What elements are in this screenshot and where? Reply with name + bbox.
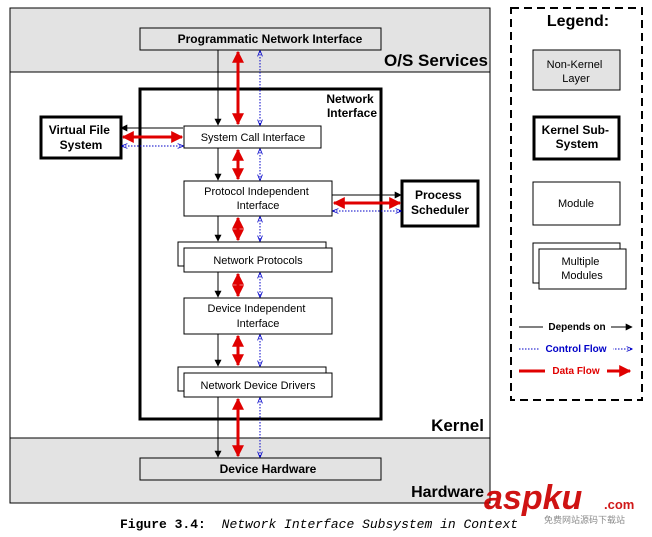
svg-text:Data Flow: Data Flow (552, 366, 599, 377)
device-independent-interface-box: Device Independent Interface (183, 297, 333, 335)
legend-non-kernel-layer: Non-Kernel Layer (532, 49, 621, 91)
svg-text:Network Protocols: Network Protocols (213, 255, 303, 267)
legend-title: Legend: (547, 13, 609, 30)
svg-text:免费网站源码下载站: 免费网站源码下载站 (544, 514, 625, 525)
svg-text:Protocol Independent Int: Protocol Independent Interface (204, 186, 312, 212)
svg-text:Process Scheduler: Process Scheduler (411, 188, 469, 217)
legend-module: Module (532, 181, 621, 226)
figure-caption: Figure 3.4: Network Interface Subsystem … (120, 517, 518, 532)
svg-text:Module: Module (558, 198, 594, 210)
svg-text:Kernel Sub- System: Kernel Sub- System (542, 123, 613, 151)
svg-text:Device Independent Inter: Device Independent Interface (208, 303, 309, 330)
svg-text:.com: .com (604, 497, 634, 512)
network-device-drivers-stack: Network Device Drivers (177, 366, 333, 398)
legend-multiple-modules: Multiple Modules (532, 242, 627, 290)
svg-text:Control Flow: Control Flow (545, 344, 606, 355)
programmatic-network-interface-box: Programmatic Network Interface (139, 27, 382, 51)
system-call-interface-box: System Call Interface (183, 125, 322, 149)
legend-depends-on: Depends on (519, 320, 633, 333)
protocol-independent-interface-box: Protocol Independent Interface (183, 180, 333, 217)
svg-text:System Call Interface: System Call Interface (201, 132, 306, 144)
svg-text:Depends on: Depends on (548, 322, 605, 333)
svg-text:Device Hardware: Device Hardware (220, 462, 317, 476)
network-protocols-stack: Network Protocols (177, 241, 333, 273)
network-interface-title: Network Interface (326, 92, 377, 120)
svg-text:Multiple Modules: Multiple Modules (561, 256, 603, 282)
process-scheduler-box: Process Scheduler (400, 179, 480, 228)
legend-data-flow: Data Flow (519, 364, 632, 377)
os-services-layer: O/S Services (9, 7, 491, 73)
device-hardware-box: Device Hardware (139, 457, 382, 481)
virtual-file-system-box: Virtual File System (39, 115, 123, 160)
kernel-label: Kernel (431, 416, 484, 435)
svg-text:Virtual File System: Virtual File System (49, 123, 113, 152)
hardware-label: Hardware (411, 484, 484, 501)
os-services-label: O/S Services (384, 51, 488, 70)
svg-text:Non-Kernel Layer: Non-Kernel Layer (547, 59, 606, 85)
watermark-logo: aspku .com 免费网站源码下载站 (484, 479, 634, 525)
svg-text:Network Device Drivers: Network Device Drivers (201, 380, 316, 392)
legend-kernel-subsystem: Kernel Sub- System (532, 115, 621, 161)
legend: Legend: Non-Kernel Layer Kernel Sub- Sys… (510, 7, 643, 401)
svg-text:Programmatic Network Interface: Programmatic Network Interface (178, 32, 363, 46)
flow-arrows (120, 50, 402, 458)
legend-control-flow: Control Flow (519, 342, 632, 355)
svg-text:aspku: aspku (484, 479, 582, 517)
